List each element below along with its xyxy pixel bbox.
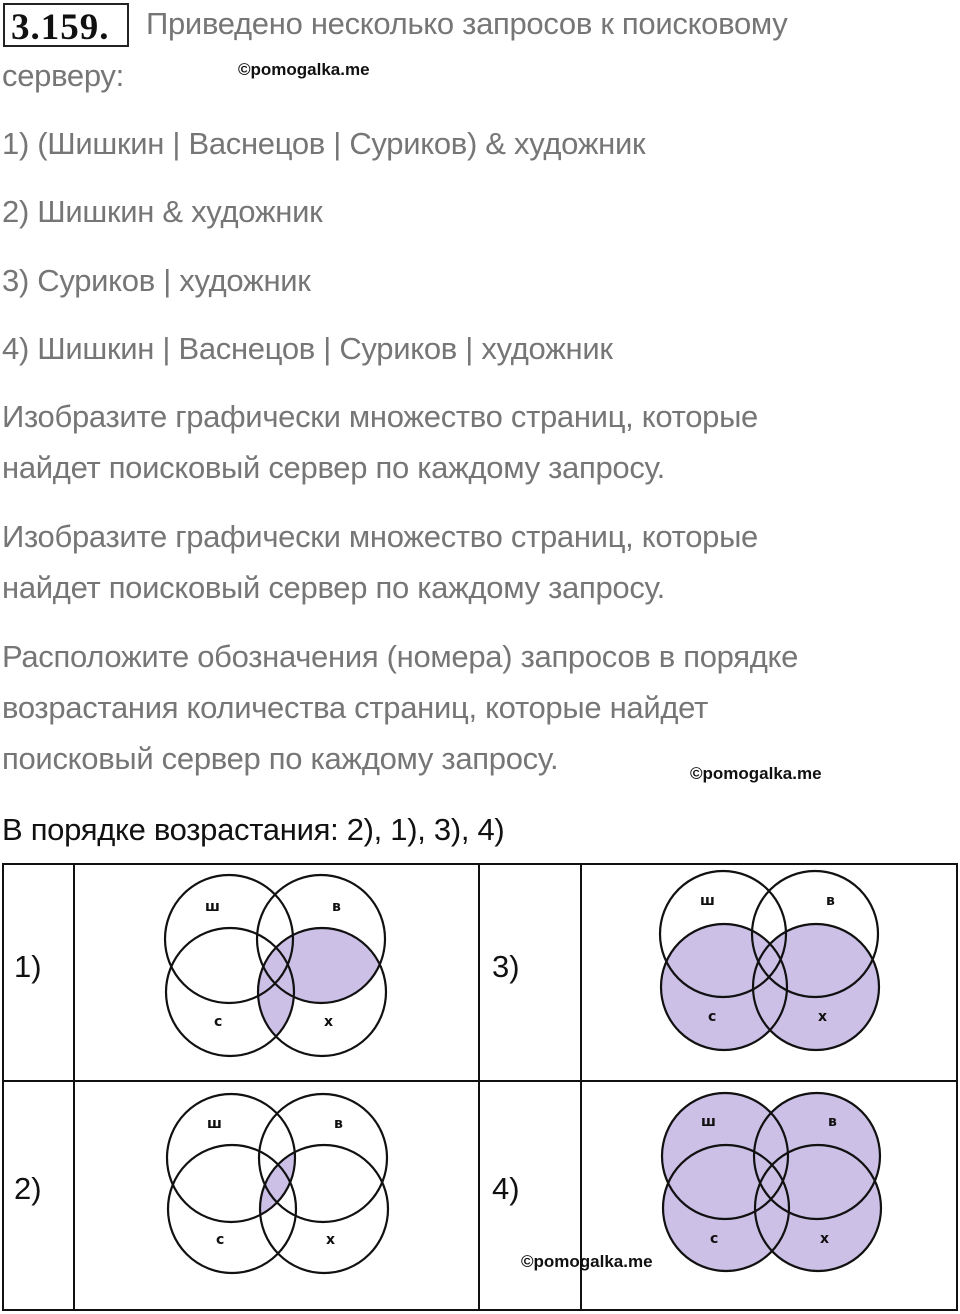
set-label-v: в bbox=[332, 899, 341, 915]
set-label-s: с bbox=[708, 1009, 717, 1025]
query-2: 2) Шишкин & художник bbox=[2, 194, 323, 229]
set-v-circle bbox=[257, 1092, 389, 1224]
set-label-x: х bbox=[324, 1014, 334, 1030]
task-2-line-2: найдет поисковый сервер по каждому запро… bbox=[2, 570, 665, 605]
table-grid bbox=[2, 863, 958, 1311]
set-sh-circle bbox=[658, 869, 788, 999]
set-s-circle bbox=[661, 1143, 791, 1273]
set-label-s: с bbox=[216, 1232, 225, 1248]
set-label-s: с bbox=[710, 1231, 719, 1247]
problem-number: 3.159. bbox=[11, 7, 110, 48]
set-sh-circle bbox=[163, 873, 295, 1005]
venn-diagram-3 bbox=[658, 869, 881, 1052]
venn-diagram-1 bbox=[163, 873, 388, 1058]
query-1: 1) (Шишкин | Васнецов | Суриков) & худож… bbox=[2, 126, 646, 161]
set-s-circle bbox=[659, 922, 789, 1052]
set-s-circle bbox=[164, 926, 296, 1058]
task-2-line-1: Изобразите графически множество страниц,… bbox=[2, 519, 758, 554]
set-x-circle bbox=[258, 1143, 390, 1275]
set-label-x: х bbox=[818, 1009, 828, 1025]
watermark: ©pomogalka.me bbox=[238, 60, 370, 79]
set-label-sh: ш bbox=[700, 893, 715, 909]
set-x-circle bbox=[256, 926, 388, 1058]
set-sh-circle bbox=[165, 1092, 297, 1224]
set-label-x: х bbox=[326, 1232, 336, 1248]
task-1-line-2: найдет поисковый сервер по каждому запро… bbox=[2, 450, 665, 485]
venn-diagram-2 bbox=[165, 1092, 390, 1275]
set-v-circle bbox=[752, 1091, 882, 1221]
set-s-circle bbox=[166, 1143, 298, 1275]
venn-table: 1) 3) 2) 4) ш в с х ш в с х ш в с х ш в … bbox=[2, 863, 958, 1311]
set-label-sh: ш bbox=[205, 899, 220, 915]
set-label-s: с bbox=[214, 1014, 223, 1030]
watermark: ©pomogalka.me bbox=[521, 1252, 653, 1271]
set-label-sh: ш bbox=[701, 1114, 716, 1130]
order-task-line-3: поисковый сервер по каждому запросу. bbox=[2, 741, 559, 776]
cell-label-2: 2) bbox=[14, 1171, 42, 1206]
intro-line-1: Приведено несколько запросов к поисковом… bbox=[146, 6, 788, 41]
query-4: 4) Шишкин | Васнецов | Суриков | художни… bbox=[2, 331, 613, 366]
set-v-circle bbox=[750, 869, 880, 999]
set-v-circle bbox=[255, 873, 387, 1005]
problem-number-box: 3.159. bbox=[3, 3, 129, 48]
intro-line-2: серверу: bbox=[2, 58, 124, 93]
set-label-sh: ш bbox=[207, 1116, 222, 1132]
set-x-circle bbox=[751, 922, 881, 1052]
cell-label-4: 4) bbox=[492, 1171, 520, 1206]
set-label-x: х bbox=[820, 1231, 830, 1247]
query-3: 3) Суриков | художник bbox=[2, 263, 311, 298]
set-label-v: в bbox=[334, 1116, 343, 1132]
order-task-line-2: возрастания количества страниц, которые … bbox=[2, 690, 708, 725]
answer-line: В порядке возрастания: 2), 1), 3), 4) bbox=[2, 812, 505, 847]
venn-table-graphic bbox=[2, 863, 958, 1311]
set-sh-circle bbox=[660, 1091, 790, 1221]
venn-diagram-4 bbox=[660, 1091, 883, 1273]
cell-label-1: 1) bbox=[14, 949, 42, 984]
set-label-v: в bbox=[828, 1114, 837, 1130]
set-x-circle bbox=[753, 1143, 883, 1273]
task-1-line-1: Изобразите графически множество страниц,… bbox=[2, 399, 758, 434]
order-task-line-1: Расположите обозначения (номера) запросо… bbox=[2, 639, 799, 674]
cell-label-3: 3) bbox=[492, 949, 520, 984]
set-label-v: в bbox=[826, 893, 835, 909]
watermark: ©pomogalka.me bbox=[690, 764, 822, 783]
